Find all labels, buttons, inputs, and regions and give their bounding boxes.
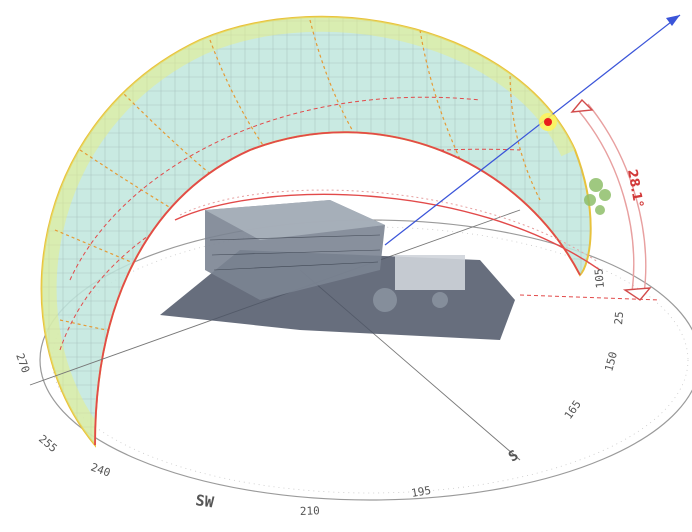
compass-label-255: 255	[36, 432, 60, 455]
sun-vector	[384, 14, 681, 246]
compass-label-195: 195	[410, 484, 432, 500]
compass-label-270: 270	[13, 352, 32, 375]
compass-label-150: 150	[602, 350, 620, 373]
compass-label-165: 165	[562, 398, 584, 422]
sun-position-icon	[539, 113, 557, 131]
compass-label-s: S	[506, 447, 521, 465]
altitude-arrow	[570, 98, 652, 301]
compass-label-25: 25	[612, 311, 626, 325]
compass-label-210: 210	[300, 504, 320, 518]
building-model	[160, 200, 515, 340]
compass-label-240: 240	[89, 461, 112, 480]
compass-label-105: 105	[592, 268, 607, 289]
altitude-label: 28.1°	[624, 168, 645, 209]
horizon-arc	[174, 189, 661, 301]
compass-label-sw: SW	[194, 491, 215, 511]
trees	[584, 178, 611, 215]
